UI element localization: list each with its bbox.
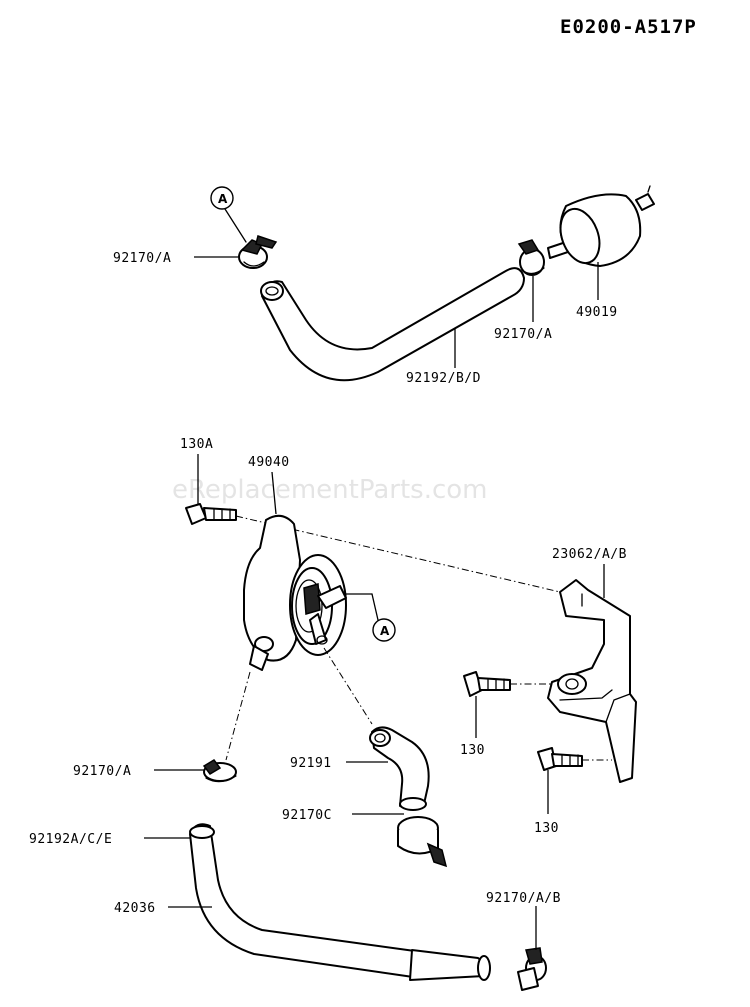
clamp-top-left-part xyxy=(238,235,278,269)
fuel-filter-part xyxy=(547,185,655,267)
bolt-low-part xyxy=(537,747,583,771)
label-bolt-low: 130 xyxy=(534,821,559,836)
label-pump: 49040 xyxy=(248,455,290,470)
label-fuel-filter: 49019 xyxy=(576,305,618,320)
clamp-mid-part xyxy=(202,759,237,783)
label-hose-low: 92192A/C/E xyxy=(29,832,112,847)
clamp-c-part xyxy=(397,816,448,868)
bracket-part xyxy=(547,579,637,783)
clamp-low-part xyxy=(517,947,547,991)
assembly-line-pump-clamp xyxy=(225,671,251,761)
bolt-mid-part xyxy=(463,671,511,697)
label-clamp-top-right: 92170/A xyxy=(494,327,552,342)
label-hose-top: 92192/B/D xyxy=(406,371,481,386)
label-clamp-c: 92170C xyxy=(282,808,332,823)
leader-pump xyxy=(271,471,277,515)
bolt-top-part xyxy=(185,503,237,525)
elbow-hose-part xyxy=(369,726,430,811)
ref-marker-top: A xyxy=(210,186,247,243)
ref-marker-pump: A xyxy=(343,593,396,642)
label-clamp-mid: 92170/A xyxy=(73,764,131,779)
assembly-line-pump-elbow xyxy=(323,647,373,725)
label-pipe: 42036 xyxy=(114,901,156,916)
diagram-id: E0200-A517P xyxy=(560,16,697,38)
assembly-line-top xyxy=(235,515,561,593)
pipe-part xyxy=(189,823,491,981)
label-bracket: 23062/A/B xyxy=(552,547,627,562)
watermark: eReplacementParts.com xyxy=(172,475,488,505)
fuel-pump-part xyxy=(243,514,347,671)
label-bolt-top: 130A xyxy=(180,437,213,452)
hose-top-part xyxy=(260,267,525,382)
ref-marker-pump-text: A xyxy=(380,624,390,638)
label-bolt-mid: 130 xyxy=(460,743,485,758)
ref-marker-top-text: A xyxy=(218,192,228,206)
label-clamp-low: 92170/A/B xyxy=(486,891,561,906)
label-elbow-hose: 92191 xyxy=(290,756,332,771)
label-clamp-top-left: 92170/A xyxy=(113,251,171,266)
clamp-top-right-part xyxy=(517,239,545,276)
